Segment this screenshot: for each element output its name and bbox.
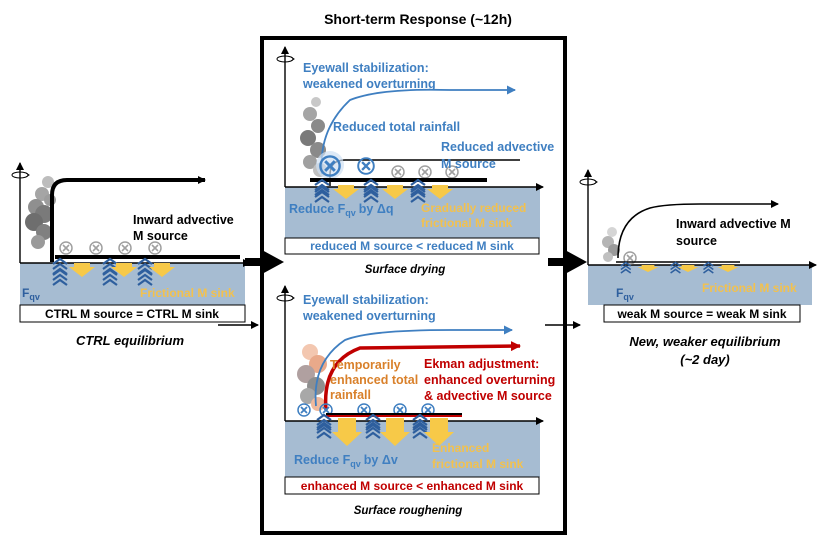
drying-eyewall-line2: weakened overturning (302, 77, 436, 91)
cloud-icon (602, 227, 620, 262)
drying-balance-label: reduced M source < reduced M sink (310, 239, 514, 253)
rough-reduce-sub: qv (350, 459, 361, 469)
rough-balance-label: enhanced M source < enhanced M sink (301, 479, 524, 493)
weak-fqv-label: F (616, 286, 623, 300)
weak-caption-line2: (~2 day) (680, 352, 730, 367)
ctrl-msource-label: M source (133, 229, 188, 243)
weak-fqv-sub: qv (623, 292, 634, 302)
drying-eyewall-line1: Eyewall stabilization: (303, 61, 429, 75)
ctrl-balance-label: CTRL M source = CTRL M sink (45, 307, 219, 321)
axes-icon (276, 285, 544, 425)
drying-reduce-sub: qv (345, 208, 356, 218)
ekman-overturning-arrow (323, 341, 521, 411)
drying-reduce-label: Reduce F (289, 202, 346, 216)
weak-inward-line1: Inward advective M (676, 217, 791, 231)
overturning-arrow (50, 176, 206, 262)
weak-caption-line1: New, weaker equilibrium (629, 334, 781, 349)
rough-rain-line2: enhanced total (330, 373, 418, 387)
drying-adv-line1: Reduced advective (441, 140, 554, 154)
rough-sink-line1: Enhanced (432, 441, 489, 455)
weak-sink-label: Frictional M sink (702, 281, 797, 295)
rough-rain-line3: rainfall (330, 388, 371, 402)
rough-rain-line1: Temporarily (330, 358, 401, 372)
ctrl-fqv-label: F (22, 286, 29, 300)
ctrl-fqv-sub: qv (29, 292, 40, 302)
axes-icon (579, 169, 817, 269)
diagram-title: Short-term Response (~12h) (324, 11, 512, 27)
rough-ekman-line3: & advective M source (424, 389, 552, 403)
cloud-icon (297, 344, 327, 411)
overturning-arrow (617, 200, 779, 259)
drying-rainfall-label: Reduced total rainfall (333, 120, 460, 134)
ctrl-to-drying-arrow (245, 250, 284, 274)
ctrl-inward-label: Inward advective (133, 213, 234, 227)
ocean-surface (588, 265, 812, 305)
weakened-overturning-arrow (314, 325, 513, 407)
rough-ekman-line1: Ekman adjustment: (424, 357, 539, 371)
rough-eyewall-line1: Eyewall stabilization: (303, 293, 429, 307)
weak-balance-label: weak M source = weak M sink (616, 307, 786, 321)
weak-panel: Inward advective M source Fqv Frictional… (579, 169, 817, 367)
rough-reduce-by: by Δv (364, 453, 398, 467)
drying-to-weak-arrow (548, 250, 587, 274)
short-term-frame (260, 36, 567, 535)
drying-sink-line2: frictional M sink (421, 216, 513, 230)
ctrl-caption: CTRL equilibrium (76, 333, 185, 348)
roughening-panel: Eyewall stabilization: weakened overturn… (276, 285, 555, 517)
drying-adv-line2: M source (441, 157, 496, 171)
rough-ekman-line2: enhanced overturning (424, 373, 555, 387)
svg-text:Fqv: Fqv (22, 286, 40, 302)
rough-sink-line2: frictional M sink (432, 457, 524, 471)
rough-caption: Surface roughening (354, 505, 463, 517)
svg-text:Fqv: Fqv (616, 286, 634, 302)
rough-reduce-label: Reduce F (294, 453, 351, 467)
rough-eyewall-line2: weakened overturning (302, 309, 436, 323)
cloud-icon (25, 176, 56, 249)
ctrl-panel: Inward advective M source Fqv Frictional… (12, 163, 250, 348)
drying-sink-line1: Gradually reduced (421, 201, 526, 215)
drying-panel: Eyewall stabilization: weakened overturn… (276, 46, 554, 276)
weak-inward-line2: source (676, 234, 717, 248)
weakened-overturning-arrow (320, 85, 516, 175)
drying-caption: Surface drying (365, 264, 446, 276)
ctrl-sink-label: Frictional M sink (140, 286, 235, 300)
drying-reduce-by: by Δq (359, 202, 394, 216)
flow-arrows (218, 250, 587, 329)
